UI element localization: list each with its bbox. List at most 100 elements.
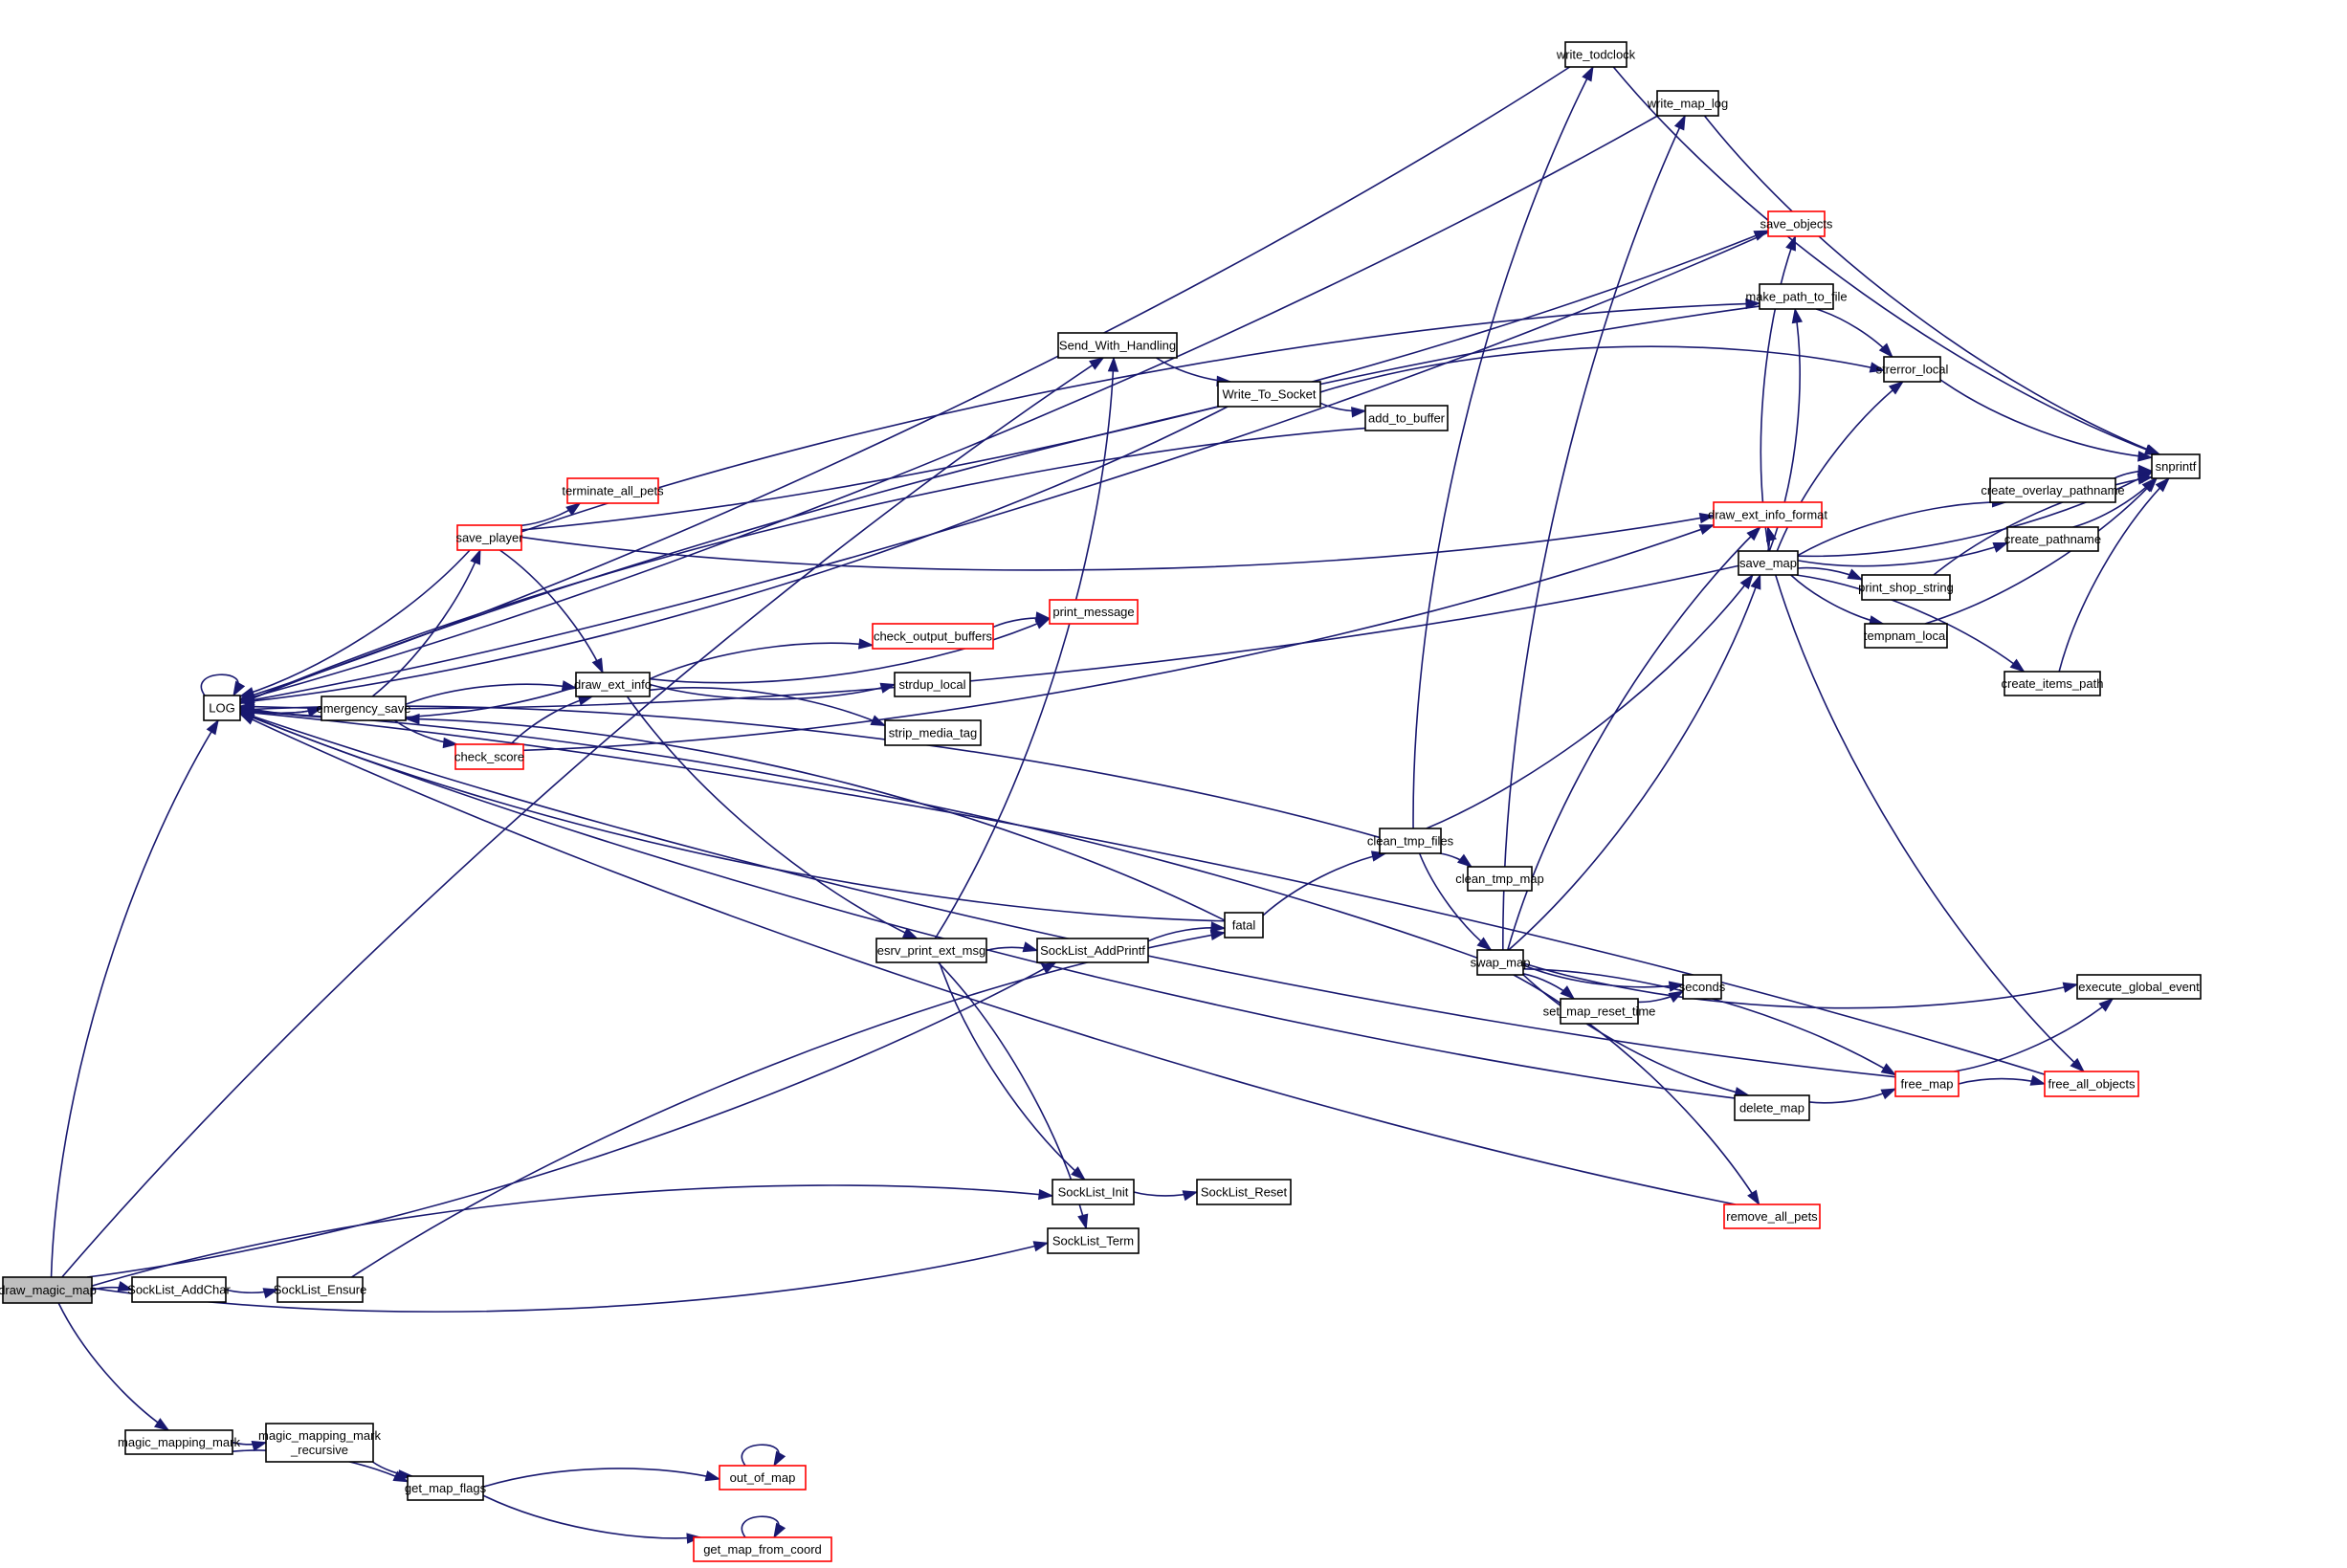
node-box[interactable] — [894, 672, 971, 697]
node-magic-mapping-mark[interactable]: magic_mapping_mark — [118, 1429, 240, 1455]
node-delete-map[interactable]: delete_map — [1734, 1094, 1810, 1121]
node-save-player[interactable]: save_player — [455, 524, 523, 551]
node-box[interactable] — [1476, 949, 1524, 976]
node-get-map-from-coord[interactable]: get_map_from_coord — [693, 1536, 832, 1562]
node-box[interactable] — [875, 938, 987, 963]
node-seconds[interactable]: seconds — [1679, 974, 1726, 1000]
node-box[interactable] — [693, 1536, 832, 1562]
node-print-message[interactable]: print_message — [1049, 599, 1139, 625]
node-box[interactable] — [872, 623, 994, 650]
node-box[interactable] — [1767, 210, 1826, 237]
node-box[interactable] — [1052, 1179, 1135, 1205]
node-box[interactable] — [2004, 671, 2101, 696]
node-box[interactable] — [1560, 998, 1639, 1025]
node-box[interactable] — [321, 696, 407, 721]
node-box[interactable] — [884, 719, 982, 746]
node-box[interactable] — [1864, 623, 1948, 649]
node-box[interactable] — [1723, 1204, 1821, 1229]
node-socklist-addprintf[interactable]: SockList_AddPrintf — [1036, 938, 1149, 963]
node-box[interactable] — [407, 1475, 484, 1501]
node-box[interactable] — [2, 1276, 93, 1304]
node-socklist-reset[interactable]: SockList_Reset — [1196, 1179, 1292, 1205]
node-box[interactable] — [566, 477, 659, 504]
node-box[interactable] — [1196, 1179, 1292, 1205]
node-send-with-handling[interactable]: Send_With_Handling — [1057, 332, 1178, 359]
node-magic-mapping-mark-recursive[interactable]: magic_mapping_mark_recursive — [258, 1423, 381, 1463]
node-box[interactable] — [1883, 356, 1941, 383]
node-write-todclock[interactable]: write_todclock — [1556, 41, 1636, 68]
node-set-map-reset-time[interactable]: set_map_reset_time — [1543, 998, 1656, 1025]
node-box[interactable] — [454, 743, 524, 770]
node-free-map[interactable]: free_map — [1894, 1071, 1960, 1097]
node-box[interactable] — [2076, 974, 2202, 1000]
node-write-map-log[interactable]: write_map_log — [1647, 90, 1729, 117]
node-box[interactable] — [1759, 283, 1834, 310]
node-write-to-socket[interactable]: Write_To_Socket — [1217, 381, 1321, 408]
node-box[interactable] — [456, 524, 522, 551]
node-add-to-buffer[interactable]: add_to_buffer — [1364, 405, 1449, 431]
node-box[interactable] — [203, 695, 241, 721]
node-remove-all-pets[interactable]: remove_all_pets — [1723, 1204, 1821, 1229]
node-box[interactable] — [1682, 974, 1722, 1000]
node-box[interactable] — [1047, 1227, 1140, 1254]
node-clean-tmp-files[interactable]: clean_tmp_files — [1367, 828, 1454, 854]
node-snprintf[interactable]: snprintf — [2151, 453, 2201, 479]
node-box[interactable] — [1049, 599, 1139, 625]
node-socklist-init[interactable]: SockList_Init — [1052, 1179, 1135, 1205]
node-socklist-ensure[interactable]: SockList_Ensure — [274, 1276, 367, 1303]
node-box[interactable] — [1861, 574, 1951, 601]
node-get-map-flags[interactable]: get_map_flags — [405, 1475, 487, 1501]
node-box[interactable] — [1364, 405, 1449, 431]
node-fatal[interactable]: fatal — [1224, 912, 1264, 939]
node-out-of-map[interactable]: out_of_map — [719, 1465, 807, 1491]
node-box[interactable] — [131, 1276, 227, 1303]
node-box[interactable] — [1656, 90, 1719, 117]
node-strdup-local[interactable]: strdup_local — [894, 672, 971, 697]
node-draw-ext-info[interactable]: draw_ext_info — [574, 672, 652, 697]
node-check-score[interactable]: check_score — [454, 743, 524, 770]
node-box[interactable] — [1224, 912, 1264, 939]
node-box[interactable] — [1734, 1094, 1810, 1121]
node-box[interactable] — [1738, 550, 1799, 576]
node-create-pathname[interactable]: create_pathname — [2004, 526, 2101, 552]
node-free-all-objects[interactable]: free_all_objects — [2044, 1071, 2139, 1097]
node-box[interactable] — [1989, 477, 2116, 503]
node-emergency-save[interactable]: emergency_save — [317, 696, 411, 721]
node-box[interactable] — [124, 1429, 233, 1455]
node-strerror-local[interactable]: strerror_local — [1876, 356, 1949, 383]
node-socklist-term[interactable]: SockList_Term — [1047, 1227, 1140, 1254]
node-check-output-buffers[interactable]: check_output_buffers — [872, 623, 994, 650]
node-box[interactable] — [1379, 828, 1442, 854]
node-box[interactable] — [1057, 332, 1178, 359]
node-draw-ext-info-format[interactable]: draw_ext_info_format — [1708, 501, 1827, 528]
node-socklist-addchar[interactable]: SockList_AddChar — [127, 1276, 232, 1303]
node-log[interactable]: LOG — [203, 695, 241, 721]
node-box[interactable] — [1564, 41, 1627, 68]
node-save-map[interactable]: save_map — [1738, 550, 1799, 576]
node-save-objects[interactable]: save_objects — [1760, 210, 1833, 237]
node-strip-media-tag[interactable]: strip_media_tag — [884, 719, 982, 746]
node-draw-magic-map[interactable]: draw_magic_map — [0, 1276, 97, 1304]
node-print-shop-string[interactable]: print_shop_string — [1858, 574, 1954, 601]
node-box[interactable] — [1217, 381, 1321, 408]
node-box[interactable] — [575, 672, 651, 697]
node-box[interactable] — [1467, 866, 1533, 892]
node-box[interactable] — [2151, 453, 2201, 479]
node-box[interactable] — [1894, 1071, 1960, 1097]
node-terminate-all-pets[interactable]: terminate_all_pets — [562, 477, 664, 504]
node-execute-global-event[interactable]: execute_global_event — [2076, 974, 2202, 1000]
node-box[interactable] — [1036, 938, 1149, 963]
node-create-items-path[interactable]: create_items_path — [2002, 671, 2104, 696]
node-esrv-print-ext-msg[interactable]: esrv_print_ext_msg — [875, 938, 987, 963]
node-box[interactable] — [719, 1465, 807, 1491]
node-box[interactable] — [265, 1423, 374, 1463]
node-swap-map[interactable]: swap_map — [1471, 949, 1531, 976]
node-clean-tmp-map[interactable]: clean_tmp_map — [1455, 866, 1544, 892]
node-make-path-to-file[interactable]: make_path_to_file — [1745, 283, 1848, 310]
node-box[interactable] — [2006, 526, 2099, 552]
node-box[interactable] — [2044, 1071, 2139, 1097]
node-box[interactable] — [1713, 501, 1823, 528]
node-box[interactable] — [277, 1276, 364, 1303]
node-create-overlay-pathname[interactable]: create_overlay_pathname — [1981, 477, 2125, 503]
node-tempnam-local[interactable]: tempnam_local — [1864, 623, 1948, 649]
